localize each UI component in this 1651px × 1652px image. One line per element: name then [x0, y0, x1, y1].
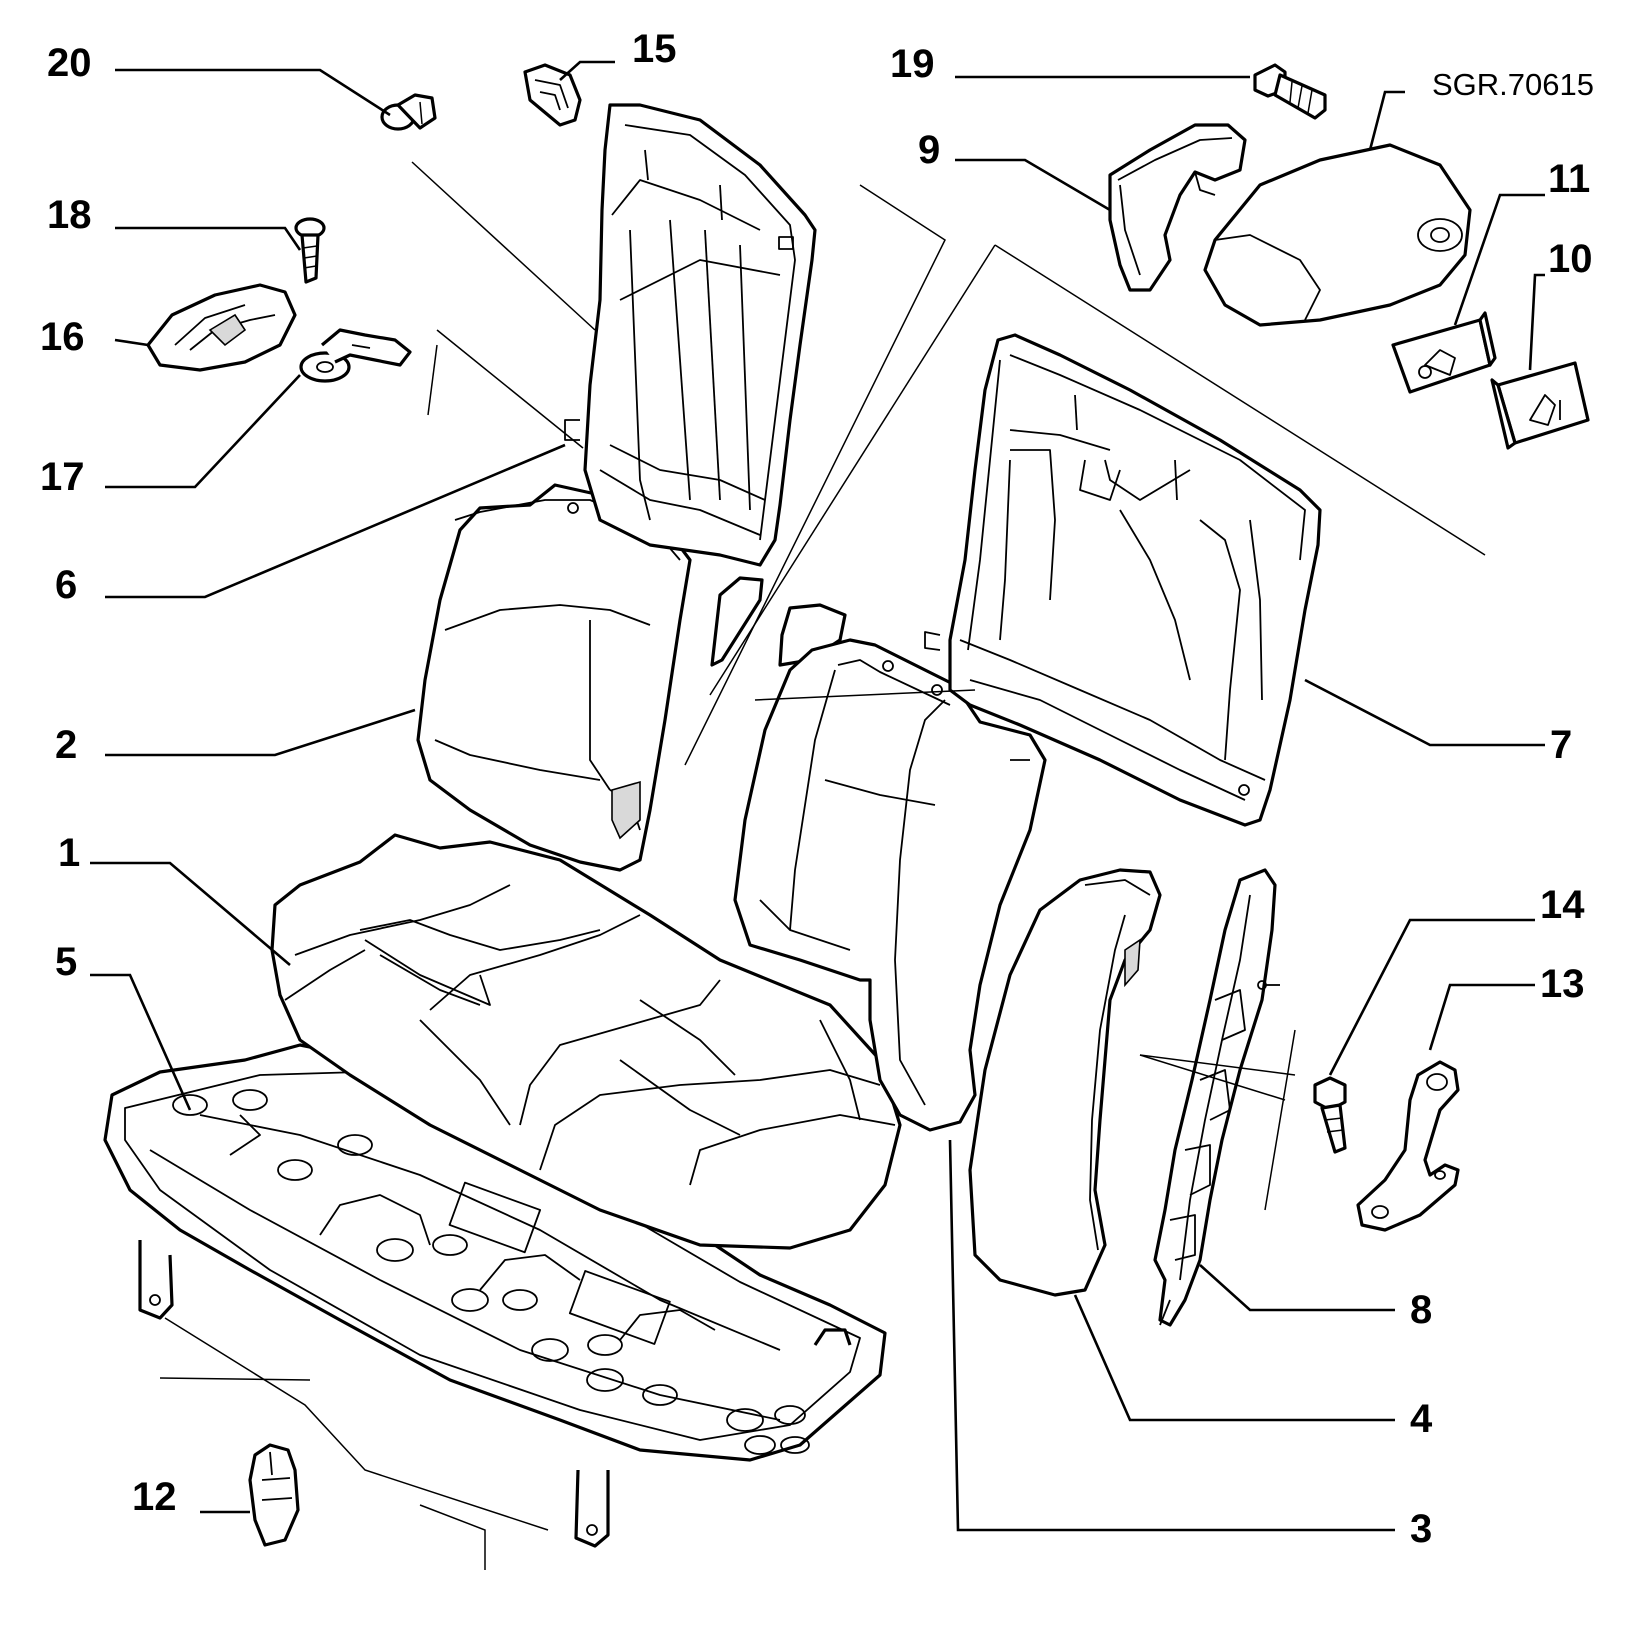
callout-20: 20	[47, 41, 92, 85]
part-10-release-bezel	[1490, 361, 1590, 450]
guide-line-b	[436, 329, 584, 449]
callout-6: 6	[55, 563, 77, 607]
part-4-side-bolster	[968, 868, 1162, 1297]
callout-7: 7	[1550, 723, 1572, 767]
part-20-push-pin	[380, 93, 437, 131]
guide-line-l	[159, 1377, 311, 1381]
callout-12: 12	[132, 1475, 177, 1519]
leader-1	[90, 861, 291, 966]
leader-17	[105, 374, 301, 489]
leader-9	[955, 158, 1111, 212]
callout-1: 1	[58, 831, 80, 875]
callout-18: 18	[47, 193, 92, 237]
part-15-buckle-guide	[523, 63, 582, 127]
guide-line-k	[164, 1317, 549, 1531]
leader-13	[1428, 983, 1535, 1051]
leader-lines	[90, 60, 1545, 1570]
part-7-backrest-frame-right	[924, 333, 1322, 827]
leader-15	[559, 60, 615, 81]
guide-line-f	[709, 244, 996, 696]
guide-line-i	[1139, 1054, 1296, 1076]
guide-line-g	[754, 689, 976, 701]
callout-10: 10	[1548, 237, 1593, 281]
guide-line-j	[1264, 1029, 1296, 1211]
callout-3: 3	[1410, 1507, 1432, 1551]
leader-3	[948, 1139, 1395, 1532]
part-2-backrest-pad-left	[416, 483, 692, 872]
part-9-hinge-cover	[1108, 123, 1247, 292]
part-17-latch	[299, 328, 412, 383]
callout-2: 2	[55, 723, 77, 767]
leader-10	[1528, 273, 1545, 371]
callout-14: 14	[1540, 883, 1585, 927]
part-3-backrest-pad-right	[733, 638, 1047, 1132]
callout-9: 9	[918, 128, 940, 172]
guide-line-h	[1139, 1054, 1286, 1101]
guide-line-d	[684, 184, 946, 766]
callout-11: 11	[1548, 157, 1590, 201]
leader-2	[105, 708, 416, 757]
callout-8: 8	[1410, 1288, 1432, 1332]
leader-14	[1328, 918, 1535, 1076]
leader-7	[1304, 678, 1545, 747]
callout-15: 15	[632, 27, 677, 71]
leader-18	[115, 226, 302, 251]
callout-17: 17	[40, 455, 85, 499]
drawing-code: SGR.70615	[1432, 67, 1594, 102]
leader-5	[90, 973, 192, 1111]
leader-11	[1453, 193, 1545, 326]
callout-4: 4	[1410, 1397, 1433, 1441]
part-6-backrest-frame-left	[564, 103, 817, 567]
part-8-bolster-bracket	[1153, 868, 1280, 1327]
part-11-release-bezel	[1391, 311, 1497, 394]
guide-line-c	[427, 344, 438, 416]
leader-16	[114, 338, 149, 347]
guide-line-a	[411, 161, 596, 331]
part-19-bolt	[1253, 63, 1327, 120]
part-18-screw	[294, 217, 326, 284]
part-12-clip	[248, 1443, 300, 1547]
part-1-seat-cushion	[270, 833, 902, 1250]
part-headrest	[1203, 143, 1472, 327]
leader-6	[105, 443, 566, 599]
leader-20	[115, 68, 391, 117]
callout-16: 16	[40, 315, 85, 359]
guide-line-e	[994, 244, 1486, 556]
leader-8	[1199, 1264, 1395, 1312]
part-13-mounting-bracket	[1356, 1060, 1460, 1232]
guide-line-m	[419, 1504, 486, 1570]
part-14-bolt	[1313, 1076, 1347, 1154]
callout-19: 19	[890, 42, 935, 86]
callout-labels: 20 15 19 SGR.70615 9 11 18 10 16 17 6 2 …	[40, 27, 1594, 1551]
part-16-handle	[146, 283, 297, 372]
callout-5: 5	[55, 940, 77, 984]
part-bracket-small	[710, 576, 847, 667]
callout-13: 13	[1540, 962, 1585, 1006]
leader-sgr	[1368, 90, 1405, 151]
leader-4	[1073, 1294, 1395, 1422]
